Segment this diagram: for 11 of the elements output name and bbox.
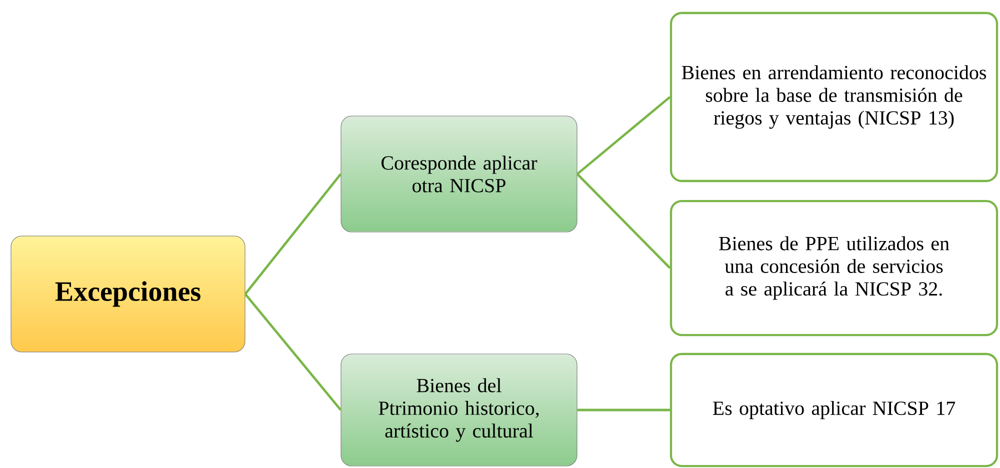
connector-line <box>577 408 670 412</box>
category-box: Bienes del Ptrimonio historico, artístico y cultural <box>340 354 578 466</box>
detail-box: Es optativo aplicar NICSP 17 <box>670 352 998 468</box>
root-box: Excepciones <box>10 236 246 352</box>
connector-line <box>244 173 342 295</box>
detail-box: Bienes de PPE utilizados en una concesión de servicios a se aplicará la NICSP 32. <box>670 200 998 336</box>
connector-line <box>244 293 342 411</box>
detail-box: Bienes en arrendamiento reconocidos sobre la base de transmisión de riegos y ventajas (NICSP 13) <box>670 12 998 182</box>
connector-line <box>576 96 671 175</box>
connector-line <box>576 173 671 269</box>
category-box: Coresponde aplicar otra NICSP <box>340 116 578 232</box>
